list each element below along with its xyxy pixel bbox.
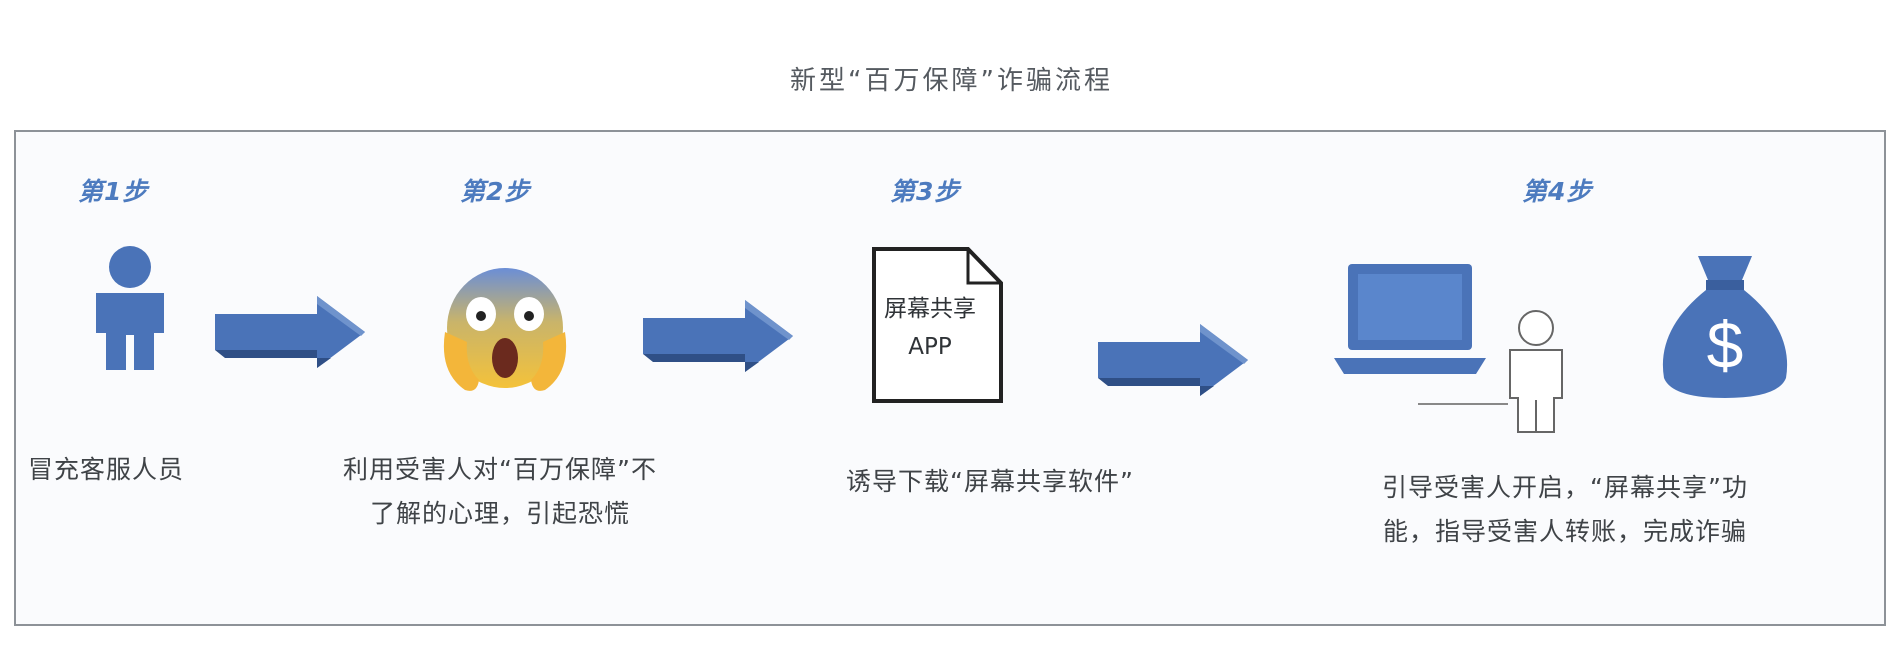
- document-icon: [872, 247, 1003, 403]
- document-label-line-1: 屏幕共享: [884, 296, 976, 322]
- step-2-caption-line-2: 了解的心理，引起恐慌: [369, 499, 630, 528]
- step-2-caption-line-1: 利用受害人对“百万保障”不: [343, 455, 657, 484]
- svg-text:$: $: [1707, 308, 1744, 382]
- person-icon: [96, 246, 164, 370]
- step-2-label: 第2步: [460, 177, 531, 206]
- step-4-caption-line-1: 引导受害人开启，“屏幕共享”功: [1382, 473, 1748, 502]
- step-4-label: 第4步: [1522, 177, 1593, 206]
- diagram-title: 新型“百万保障”诈骗流程: [790, 66, 1113, 96]
- step-4-caption-line-2: 能，指导受害人转账，完成诈骗: [1382, 517, 1747, 546]
- document-label: 屏幕共享 APP: [870, 290, 990, 366]
- step-1-caption: 冒充客服人员: [28, 455, 185, 484]
- step-3-label: 第3步: [890, 177, 961, 206]
- screaming-face-icon: [443, 268, 567, 391]
- step-3-caption: 诱导下载“屏幕共享软件”: [846, 467, 1134, 496]
- arrow-icon: [215, 296, 365, 368]
- step-2-caption: 利用受害人对“百万保障”不 了解的心理，引起恐慌: [300, 448, 700, 536]
- arrow-icon: [643, 300, 793, 372]
- step-4-caption: 引导受害人开启，“屏幕共享”功 能，指导受害人转账，完成诈骗: [1330, 466, 1800, 554]
- arrow-icon: [1098, 324, 1248, 396]
- victim-outline-icon: [1418, 310, 1563, 433]
- step-1-label: 第1步: [78, 177, 149, 206]
- money-bag-icon: $: [1662, 256, 1788, 398]
- document-label-line-2: APP: [908, 334, 952, 360]
- laptop-icon: [1334, 264, 1486, 374]
